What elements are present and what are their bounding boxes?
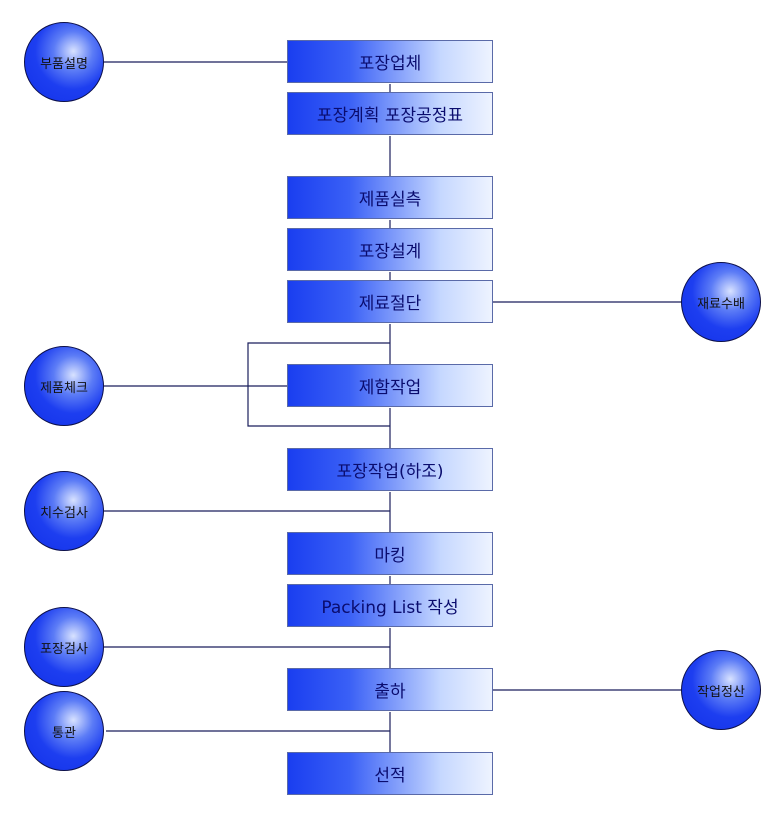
step-packing-list: Packing List 작성 (287, 584, 493, 627)
step-packaging-company: 포장업체 (287, 40, 493, 83)
node-parts-description: 부품설명 (24, 22, 104, 102)
step-product-measure: 제품실측 (287, 176, 493, 219)
node-dimension-inspect: 치수검사 (24, 471, 104, 551)
node-material-supply: 재료수배 (681, 262, 761, 342)
node-customs: 통관 (24, 691, 104, 771)
step-box-making: 제함작업 (287, 364, 493, 407)
step-shipment: 출하 (287, 668, 493, 711)
node-product-check: 제품체크 (24, 346, 104, 426)
step-material-cutting: 제료절단 (287, 280, 493, 323)
step-loading: 선적 (287, 752, 493, 795)
step-marking: 마킹 (287, 532, 493, 575)
step-packaging-design: 포장설계 (287, 228, 493, 271)
step-packaging-plan: 포장계획 포장공정표 (287, 92, 493, 135)
step-packing-work: 포장작업(하조) (287, 448, 493, 491)
node-packing-inspect: 포장검사 (24, 607, 104, 687)
node-work-settlement: 작업정산 (681, 650, 761, 730)
